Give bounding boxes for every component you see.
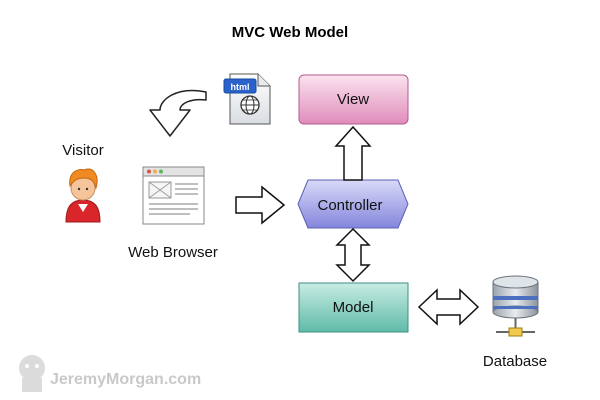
browser-to-controller-arrow [235,185,286,225]
html-file-icon: html [223,73,271,125]
view-node: View [298,74,409,125]
controller-label: Controller [317,197,382,214]
watermark-avatar-icon [19,355,45,392]
visitor-label: Visitor [62,142,103,159]
database-label: Database [483,353,547,370]
controller-to-view-arrow [334,125,372,181]
model-node: Model [298,282,409,333]
model-database-arrow [417,288,480,326]
database-icon [492,275,539,337]
watermark-text: JeremyMorgan.com [50,371,201,388]
browser-label: Web Browser [128,244,218,261]
html-tag-label: html [231,82,250,92]
view-label: View [337,91,369,108]
browser-window-icon [142,166,205,225]
globe-icon [240,95,260,115]
response-curved-arrow [149,89,207,137]
controller-model-arrow [335,227,371,283]
controller-node: Controller [297,179,409,229]
visitor-icon [65,168,101,223]
diagram-title: MVC Web Model [232,24,348,41]
model-label: Model [333,299,374,316]
